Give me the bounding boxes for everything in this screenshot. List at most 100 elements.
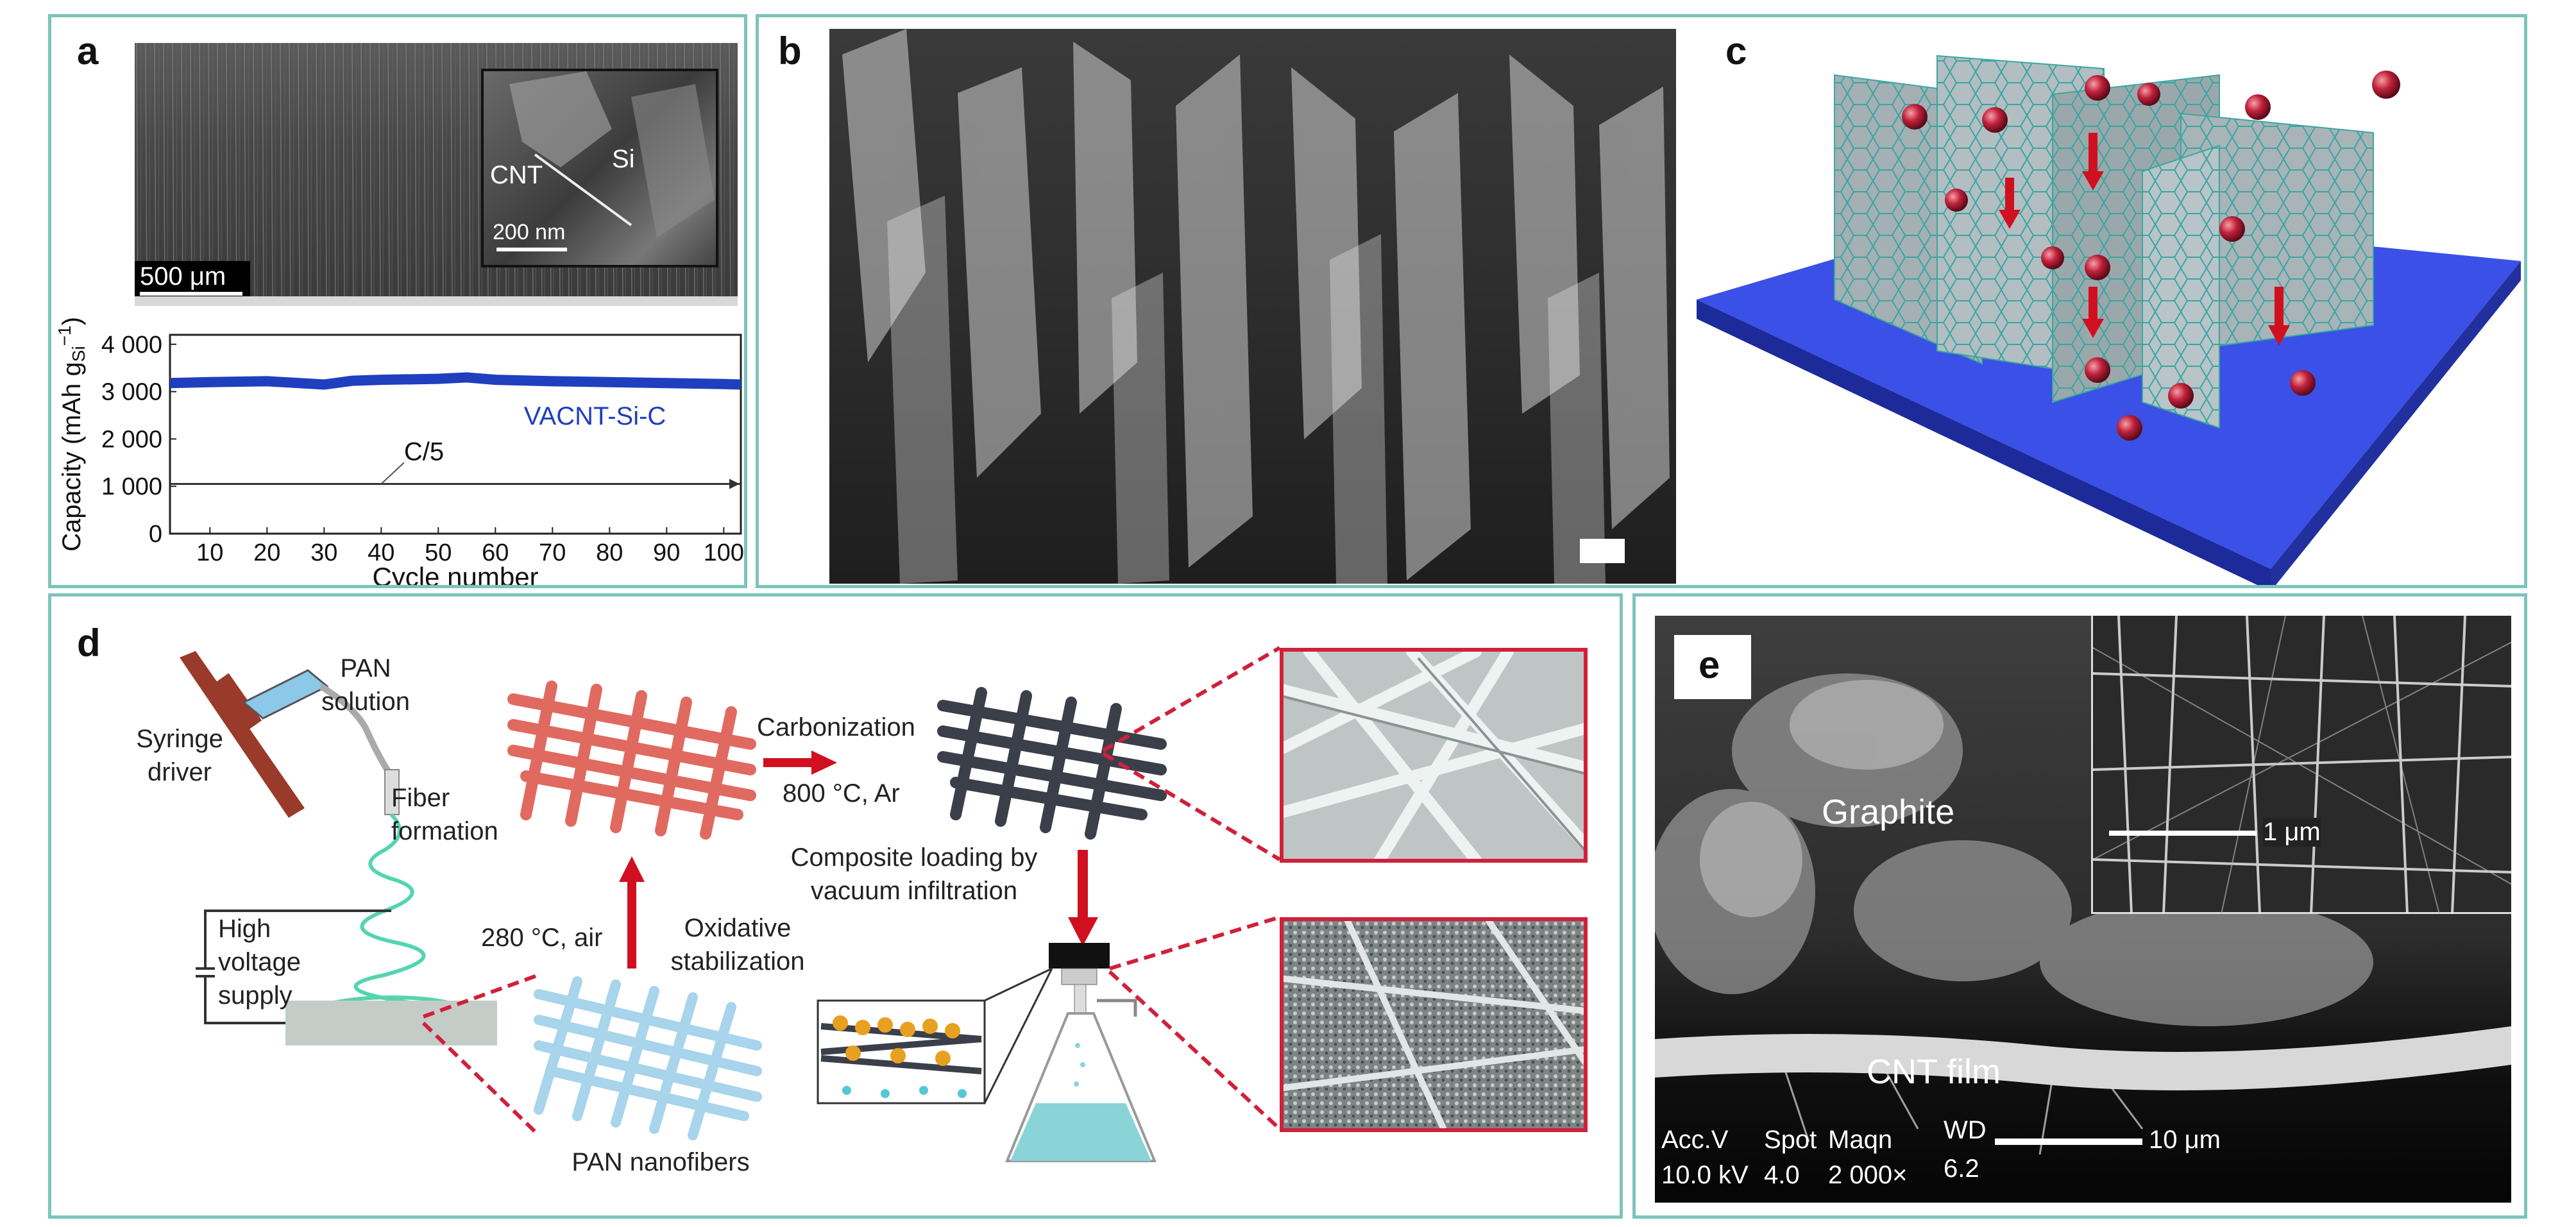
electrospinning-schematic [180, 646, 1282, 1162]
accv-label: Acc.V [1661, 1126, 1729, 1154]
carbon-nanofiber-sem [1280, 648, 1588, 863]
high-voltage-circuit [196, 910, 391, 1024]
panel-a-label: a [77, 30, 99, 72]
panel-e-label-box [1674, 635, 1751, 699]
wd-label: WD [1944, 1116, 1987, 1144]
x-tick-label: 30 [310, 539, 337, 566]
stabilized-fiber-mesh [507, 681, 756, 840]
graphene-wall-sem-image [829, 29, 1676, 584]
plot-frame [169, 334, 742, 535]
pan-nanofibers-label: PAN nanofibers [572, 1148, 750, 1176]
graphite-label: Graphite [1822, 793, 1955, 831]
series-vacnt-si-c-line [169, 372, 741, 390]
composite-inset [817, 967, 1053, 1104]
x-tick-label: 20 [253, 539, 280, 566]
li-ions [1902, 71, 2400, 441]
temp-air-label: 280 °C, air [481, 924, 603, 952]
pan-solution-label-2: solution [321, 688, 410, 716]
panel-e-label: e [1699, 643, 1720, 686]
x-axis-label: Cycle number [372, 562, 538, 585]
capacity-chart: 10 20 30 40 50 60 70 80 90 100 0 1 000 2 000 3 000 4 0… [55, 317, 745, 585]
wd-value: 6.2 [1944, 1155, 1979, 1183]
inset-si-label: Si [612, 145, 635, 173]
x-tick-label: 100 [704, 539, 744, 566]
sheet-texture [842, 29, 1670, 584]
syringe-driver [180, 651, 400, 818]
inset-scale-label: 1 μm [2263, 818, 2321, 847]
c5-arrowhead [729, 478, 740, 489]
panel-d-label: d [77, 622, 101, 664]
y-tick-label: 1 000 [101, 473, 162, 500]
panel-e: 1 μm e Graphite CNT film Acc.V 10.0 kV S… [1632, 593, 2527, 1219]
inset-scale-bar [2109, 831, 2257, 836]
vacuum-flask [1005, 943, 1157, 1162]
carbonization-label: Carbonization [757, 713, 915, 741]
x-tick-label: 70 [539, 539, 566, 566]
x-tick-label: 80 [596, 539, 623, 566]
high-voltage-label-2: voltage [218, 948, 301, 976]
scale-bar [1995, 1138, 2142, 1145]
fiber-texture [1284, 652, 1584, 859]
y-axis-label: Capacity (mAh gSi−1) [55, 317, 89, 552]
x-tick-label: 10 [196, 539, 223, 566]
x-tick-label: 40 [368, 539, 394, 566]
y-tick-label: 4 000 [101, 332, 162, 359]
inset-cnt-label: CNT [490, 161, 543, 189]
x-tick-label: 90 [653, 539, 680, 566]
y-tick-label: 2 000 [101, 426, 162, 453]
panel-b-label: b [778, 30, 802, 72]
oxidative-label-1: Oxidative [684, 914, 792, 942]
series-c5-label: C/5 [404, 438, 444, 466]
panel-a: a CNT Si 200 nm [48, 14, 747, 588]
graphene-sheets [1834, 55, 2374, 429]
sem-scale-bar [1580, 539, 1625, 563]
inset-texture [509, 71, 715, 238]
collector [285, 1001, 497, 1045]
composite-loading-label-2: vacuum infiltration [810, 877, 1018, 905]
syringe-label-2: driver [147, 758, 212, 786]
cnt-film-sem-image: 1 μm [1655, 616, 2511, 1203]
c5-leader [380, 462, 405, 485]
pan-solution-label-1: PAN [340, 654, 391, 682]
high-voltage-label-1: High [218, 915, 271, 943]
vacnt-sem-image: CNT Si 200 nm 500 μm [135, 43, 738, 306]
spot-value: 4.0 [1764, 1161, 1800, 1189]
series-vacnt-si-c-label: VACNT-Si-C [524, 402, 666, 430]
panel-c: c [1693, 14, 2527, 588]
sem-scale-label: 500 μm [140, 262, 226, 291]
composite-sem [1280, 917, 1588, 1132]
cnt-network-texture [2092, 616, 2511, 915]
fiber-formation-label-1: Fiber [391, 784, 450, 812]
composite-loading-label-1: Composite loading by [790, 843, 1038, 872]
y-tick-label: 0 [149, 521, 162, 548]
x-tick-label: 60 [482, 539, 509, 566]
carbonization-condition-label: 800 °C, Ar [783, 779, 900, 808]
li-ion-arrows [1999, 133, 2290, 346]
panel-c-label: c [1725, 30, 1747, 72]
panel-d: d [48, 593, 1623, 1219]
cnt-film-label: CNT film [1867, 1053, 2001, 1091]
fiber-formation-label-2: formation [391, 817, 498, 845]
spot-label: Spot [1764, 1126, 1817, 1154]
inset-scale-label: 200 nm [493, 220, 566, 244]
y-tick-label: 3 000 [101, 379, 162, 406]
sem-scale-box [135, 261, 250, 296]
carbon-fiber-mesh [937, 687, 1167, 840]
x-tick-label: 50 [425, 539, 452, 566]
accv-value: 10.0 kV [1661, 1161, 1749, 1189]
cnt-film-texture [1655, 673, 2511, 1155]
magn-label: Maqn [1828, 1126, 1893, 1154]
syringe-label-1: Syringe [136, 725, 223, 753]
inset-scale-bar [496, 248, 567, 251]
magn-value: 2 000× [1828, 1161, 1908, 1189]
panel-b: b [756, 14, 1713, 588]
scale-label: 10 μm [2149, 1126, 2221, 1154]
pan-nanofiber-mesh [534, 976, 762, 1140]
sem-scale-bar [140, 292, 242, 296]
si-cnt-inset: CNT Si 200 nm [481, 69, 718, 267]
composite-texture [1284, 921, 1584, 1128]
high-voltage-label-3: supply [218, 981, 292, 1010]
cnt-network-inset: 1 μm [2091, 616, 2511, 915]
vertical-graphene-schematic [1697, 55, 2521, 585]
oxidative-label-2: stabilization [670, 947, 805, 976]
